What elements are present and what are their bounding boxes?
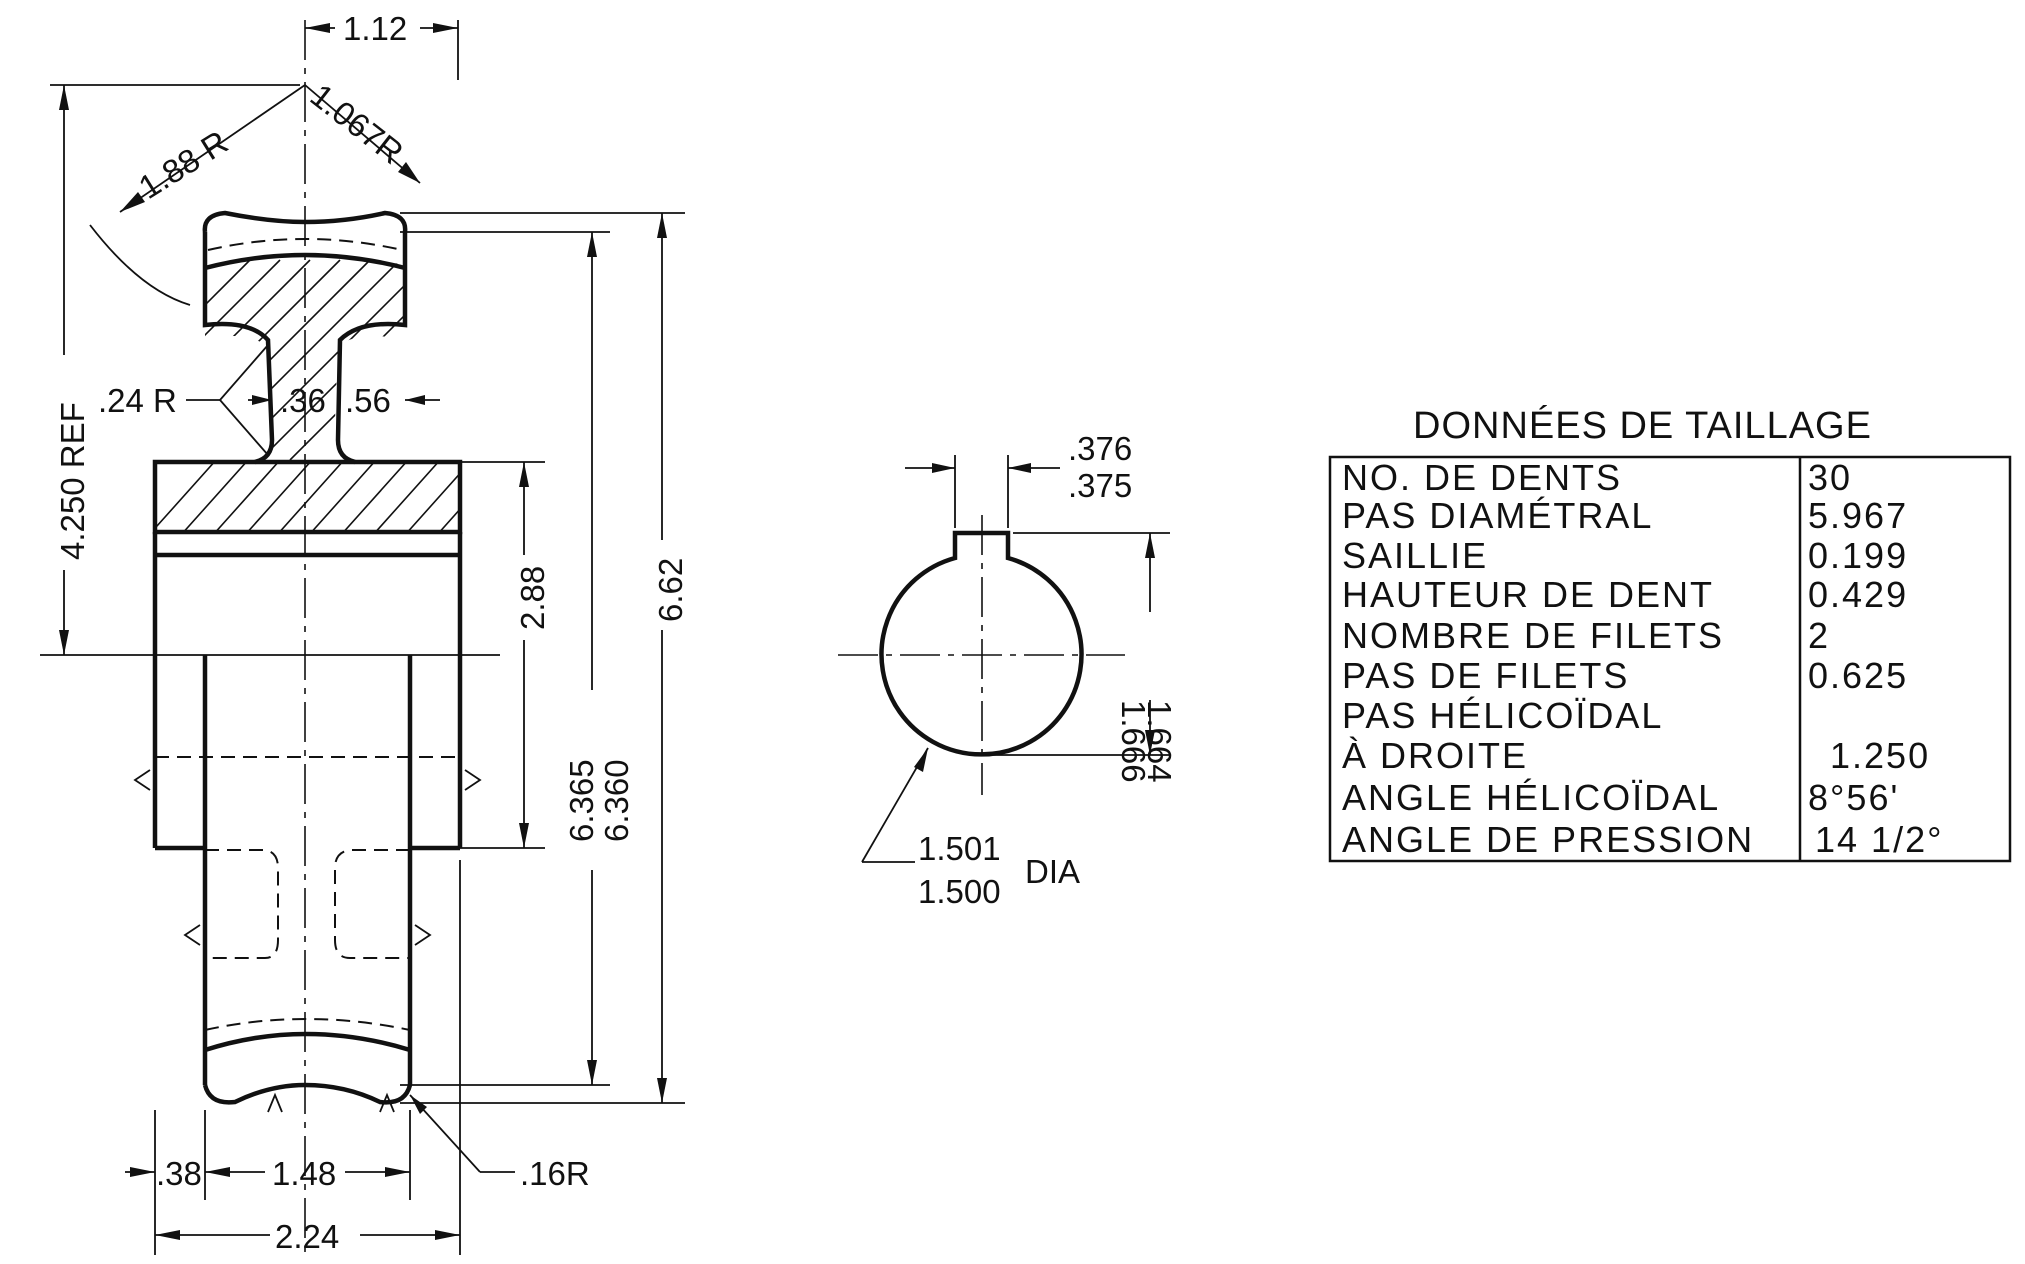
row-value: 0.625: [1808, 655, 1908, 696]
dim-bore-len: 2.88: [514, 566, 551, 630]
leader-line: [219, 344, 269, 401]
radius-arc: [89, 224, 191, 306]
row-value: 2: [1808, 615, 1830, 656]
break-mark: [414, 924, 432, 946]
lower-hidden-right: [334, 849, 410, 959]
dim-overall-width: 2.24: [275, 1218, 339, 1255]
upper-pitch-arc: [207, 238, 403, 251]
arrowhead: [385, 1167, 410, 1177]
row-label: PAS HÉLICOÏDAL: [1342, 695, 1663, 736]
table-frame: [1328, 455, 2012, 863]
bore-circle: [879, 530, 1084, 757]
upper-throat-arc: [204, 252, 406, 271]
arrowhead: [252, 395, 272, 405]
arrowhead: [1145, 730, 1155, 755]
bore-dia-suffix: DIA: [1025, 853, 1080, 890]
key-depth-max: 1.666: [1115, 700, 1152, 783]
arrowhead: [932, 463, 955, 473]
arrowhead: [305, 23, 330, 33]
arrowhead: [405, 395, 425, 405]
row-value: 30: [1808, 457, 1852, 498]
dim-outer-dia: 6.62: [652, 558, 689, 622]
row-value: 0.429: [1808, 574, 1908, 615]
arrowhead: [433, 23, 458, 33]
table-title: DONNÉES DE TAILLAGE: [1413, 404, 1872, 447]
bore-dia-max: 1.501: [918, 830, 1001, 867]
row-value: 5.967: [1808, 495, 1908, 536]
row-value: 0.199: [1808, 535, 1908, 576]
row-label: HAUTEUR DE DENT: [1342, 574, 1714, 615]
row-value: 1.250: [1830, 735, 1930, 776]
break-mark: [464, 769, 482, 791]
leader-line: [304, 84, 421, 184]
dim-outer-radius: 1.88 R: [132, 123, 234, 206]
arrowhead: [155, 1230, 180, 1240]
leader-line: [219, 399, 269, 456]
arrowhead: [1145, 533, 1155, 558]
arrowhead: [519, 823, 529, 848]
dim-groove: .56: [345, 382, 391, 419]
bore-keyway-view: .376 .375 1.666 1.664 1.501 1.500 DIA: [838, 430, 1178, 910]
dim-corner-radius: .16R: [520, 1155, 590, 1192]
dim-throat-dia-max: 6.365: [563, 759, 600, 842]
row-label: PAS DIAMÉTRAL: [1342, 495, 1653, 536]
break-mark: [133, 769, 151, 791]
arrowhead: [914, 748, 928, 772]
cutting-data-table: DONNÉES DE TAILLAGE NO. DE DENTS 30 PAS …: [1328, 404, 2012, 863]
row-label: SAILLIE: [1342, 535, 1488, 576]
arrowhead: [587, 1060, 597, 1085]
lower-throat: [202, 1082, 413, 1105]
arrowhead: [410, 1095, 427, 1114]
break-mark: [183, 924, 201, 946]
arrowhead: [205, 1167, 230, 1177]
dim-left-step: .38: [156, 1155, 202, 1192]
break-mark: [267, 1092, 283, 1113]
arrowhead: [398, 162, 420, 183]
upper-rim-outline-left: [202, 232, 275, 465]
worm-gear-view: 1.12 1.88 R 1.067R 4.250 REF .24 R .36 .…: [40, 10, 689, 1255]
arrowhead: [59, 85, 69, 110]
dim-throat-dia-min: 6.360: [598, 759, 635, 842]
arrowhead: [1008, 463, 1031, 473]
arrowhead: [59, 630, 69, 655]
arrowhead: [435, 1230, 460, 1240]
leader-line: [119, 84, 306, 213]
dim-fillet: .24 R: [98, 382, 177, 419]
row-value: 8°56': [1808, 777, 1899, 818]
row-label: NOMBRE DE FILETS: [1342, 615, 1724, 656]
row-label: À DROITE: [1342, 735, 1528, 776]
row-label: ANGLE DE PRESSION: [1342, 819, 1754, 860]
dim-web: .36: [280, 382, 326, 419]
arrowhead: [130, 1167, 155, 1177]
lower-pitch-arc: [204, 1018, 411, 1031]
lower-tooth-arc: [204, 1031, 411, 1053]
bore-dia-min: 1.500: [918, 873, 1001, 910]
dim-rim-width: 1.48: [272, 1155, 336, 1192]
arrowhead: [120, 192, 145, 212]
key-width-min: .375: [1068, 467, 1132, 504]
hub-hatching: [155, 462, 460, 532]
arrowhead: [657, 213, 667, 238]
lower-hidden-left: [205, 849, 279, 959]
upper-rim-outline: [202, 210, 408, 465]
row-label: ANGLE HÉLICOÏDAL: [1342, 777, 1720, 818]
row-value: 14 1/2°: [1815, 819, 1944, 860]
row-label: NO. DE DENTS: [1342, 457, 1622, 498]
break-mark: [379, 1092, 395, 1113]
hub-section: [152, 459, 463, 535]
arrowhead: [657, 1078, 667, 1103]
dim-width-top: 1.12: [343, 10, 407, 47]
key-depth-min: 1.664: [1141, 700, 1178, 783]
arrowhead: [587, 232, 597, 257]
arrowhead: [519, 462, 529, 487]
dim-throat-radius: 1.067R: [304, 76, 411, 171]
row-label: PAS DE FILETS: [1342, 655, 1629, 696]
dim-ref: 4.250 REF: [54, 402, 91, 560]
key-width-max: .376: [1068, 430, 1132, 467]
